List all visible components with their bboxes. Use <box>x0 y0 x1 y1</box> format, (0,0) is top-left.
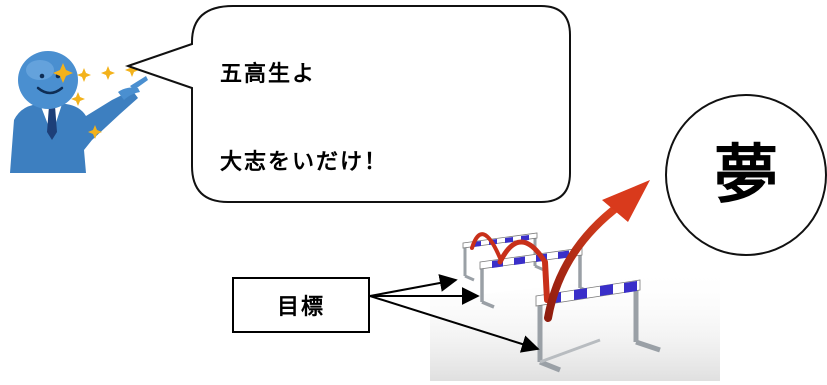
sparkle-icon <box>53 63 139 139</box>
jump-arrow-icon <box>470 180 650 322</box>
goal-label-box: 目標 <box>232 277 370 333</box>
hurdle-front <box>535 279 661 373</box>
speech-bubble <box>124 5 571 203</box>
hurdles-illustration <box>430 180 720 381</box>
pointer-arrows <box>369 274 540 353</box>
dream-circle <box>665 94 827 256</box>
dream-text: 夢 <box>714 139 778 213</box>
pointing-businessman-icon <box>10 51 148 173</box>
goal-label: 目標 <box>276 295 325 320</box>
bubble-line-2: 大志をいだけ！ <box>220 150 389 175</box>
bubble-line-1: 五高生よ <box>220 62 317 87</box>
